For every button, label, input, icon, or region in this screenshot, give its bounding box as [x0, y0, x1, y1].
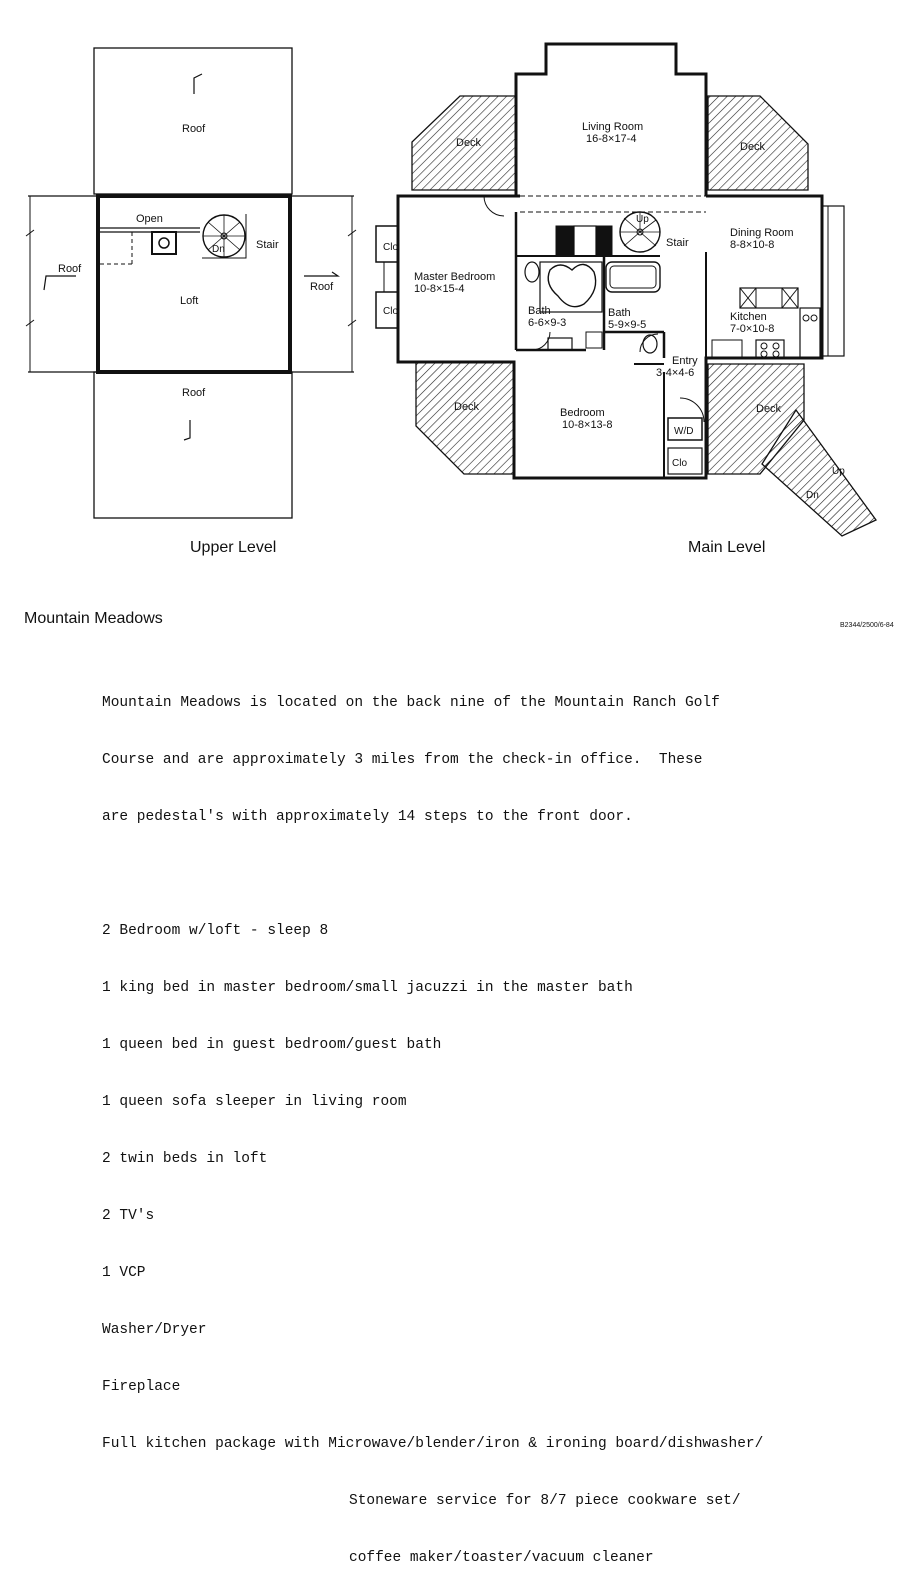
description-line: Course and are approximately 3 miles fro… — [102, 752, 703, 768]
document-code: B2344/2500/6-84 — [840, 622, 894, 629]
kitchen-counter-side — [799, 307, 821, 359]
stairs-dn-label: Dn — [806, 490, 819, 501]
roof-top-slope-arrow — [193, 73, 203, 94]
upper-roof-right-label: Roof — [310, 281, 334, 293]
feature-line: 1 queen sofa sleeper in living room — [102, 1094, 407, 1110]
toilet-master — [524, 261, 540, 283]
upper-roof-bottom-label: Roof — [182, 387, 206, 399]
property-description: Mountain Meadows is located on the back … — [102, 656, 892, 1587]
roof-left-slope-arrow — [43, 275, 76, 291]
wd-label: W/D — [674, 426, 693, 437]
upper-level-title: Upper Level — [190, 539, 276, 556]
feature-line: 1 queen bed in guest bedroom/guest bath — [102, 1037, 442, 1053]
kitchen-range — [755, 339, 785, 359]
entry-dim: 3-4×4-6 — [656, 367, 694, 379]
upper-level-plan — [25, 47, 357, 519]
dining-room-dim: 8-8×10-8 — [730, 239, 774, 251]
bedroom-dim: 10-8×13-8 — [562, 419, 612, 431]
description-line: Mountain Meadows is located on the back … — [102, 695, 720, 711]
feature-line: 2 Bedroom w/loft - sleep 8 — [102, 923, 329, 939]
deck-sw-label: Deck — [454, 401, 480, 413]
loft-walls — [96, 194, 292, 374]
main-level-plan — [375, 42, 877, 537]
jacuzzi — [547, 263, 597, 308]
upper-roof-top — [93, 47, 293, 195]
dining-room-label: Dining Room — [730, 227, 794, 239]
upper-open-label: Open — [136, 213, 163, 225]
upper-stair-label: Stair — [256, 239, 279, 251]
bathtub — [605, 261, 661, 293]
description-line: are pedestal's with approximately 14 ste… — [102, 809, 633, 825]
deck-nw-label: Deck — [456, 137, 482, 149]
stairs-up-label: Up — [832, 466, 845, 477]
master-bedroom-dim: 10-8×15-4 — [414, 283, 464, 295]
master-bedroom-label: Master Bedroom — [414, 271, 495, 283]
feature-line: Washer/Dryer — [102, 1322, 207, 1338]
closet-west-2 — [375, 291, 399, 329]
deck-ne-label: Deck — [740, 141, 766, 153]
bath-2-dim: 5-9×9-5 — [608, 319, 646, 331]
feature-line: Fireplace — [102, 1379, 181, 1395]
main-level-title: Main Level — [688, 539, 765, 556]
feature-line: 2 twin beds in loft — [102, 1151, 268, 1167]
deck-ne — [707, 95, 809, 191]
upper-dn-label: Dn — [212, 244, 225, 255]
toilet-guest — [642, 334, 658, 354]
living-room-walls — [514, 42, 708, 196]
washer-dryer — [667, 417, 703, 441]
upper-loft-label: Loft — [180, 295, 198, 307]
closet-3-label: Clo — [672, 458, 687, 469]
main-stair-label: Stair — [666, 237, 689, 249]
deck-sw — [415, 361, 515, 475]
upper-level-labels: Roof Roof Roof Roof Open Dn Stair Loft U… — [58, 123, 334, 556]
feature-line: 1 VCP — [102, 1265, 146, 1281]
kitchen-dim: 7-0×10-8 — [730, 323, 774, 335]
main-level-labels: Deck Deck Deck Deck Living Room 16-8×17-… — [383, 121, 845, 556]
closet-2-label: Clo — [383, 306, 398, 317]
floor-plan: Roof Roof Roof Roof Open Dn Stair Loft U… — [25, 42, 877, 556]
living-room-dim: 16-8×17-4 — [586, 133, 636, 145]
main-walls-west — [396, 194, 660, 480]
feature-line: 2 TV's — [102, 1208, 155, 1224]
closet-entry — [667, 447, 703, 475]
bath-1-dim: 6-6×9-3 — [528, 317, 566, 329]
kitchen-label: Kitchen — [730, 311, 767, 323]
property-title: Mountain Meadows — [24, 610, 163, 627]
deck-se-label: Deck — [756, 403, 782, 415]
feature-line: Full kitchen package with Microwave/blen… — [102, 1436, 764, 1452]
living-room-label: Living Room — [582, 121, 643, 133]
roof-bottom-slope-arrow — [183, 420, 191, 441]
entry-label: Entry — [672, 355, 698, 367]
closet-1-label: Clo — [383, 242, 398, 253]
main-up-label: Up — [636, 214, 649, 225]
loft-chimney — [151, 231, 177, 255]
feature-continuation-line: Stoneware service for 8/7 piece cookware… — [349, 1493, 741, 1509]
bath-2-label: Bath — [608, 307, 631, 319]
exterior-stairs — [761, 408, 877, 537]
kitchen-counter-top — [739, 287, 799, 309]
bath-1-label: Bath — [528, 305, 551, 317]
upper-roof-left-label: Roof — [58, 263, 82, 275]
feature-continuation-line: coffee maker/toaster/vacuum cleaner — [349, 1550, 654, 1566]
roof-right-slope-arrow — [304, 271, 340, 277]
deck-nw — [411, 95, 517, 191]
upper-roof-top-label: Roof — [182, 123, 206, 135]
closet-west-1 — [375, 225, 399, 263]
bedroom-label: Bedroom — [560, 407, 605, 419]
fireplace — [555, 225, 575, 257]
